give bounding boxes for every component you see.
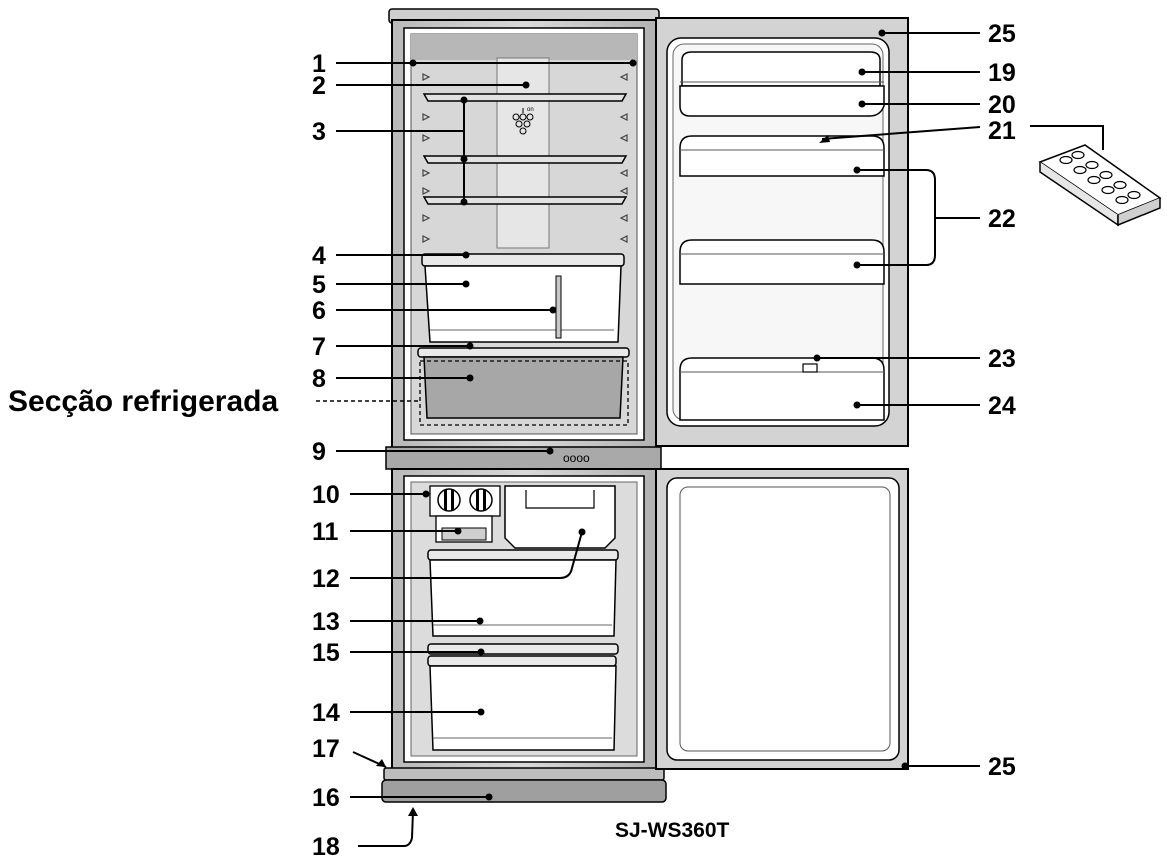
freezer-door	[655, 468, 909, 770]
glass-shelves	[422, 93, 628, 205]
ice-knob-right	[469, 488, 493, 512]
door-pocket-middle-1	[679, 135, 885, 177]
callout-25-bottom: 25	[988, 753, 1016, 781]
crisper-divider	[555, 275, 562, 339]
callout-17: 17	[312, 735, 340, 763]
callout-9: 9	[312, 438, 326, 466]
chilled-section-outline	[419, 360, 629, 426]
glass-shelf-3	[422, 196, 628, 205]
vegetable-crisper	[424, 265, 622, 343]
grapes-icon	[512, 108, 534, 135]
bottle-stopper	[802, 363, 818, 373]
leader-lines	[316, 29, 1104, 847]
callout-22: 22	[988, 205, 1016, 233]
ice-knob-left	[437, 488, 461, 512]
fridge-door	[655, 17, 909, 447]
chilled-shelf	[417, 347, 630, 358]
callout-24: 24	[988, 392, 1016, 420]
freezer-cabinet	[391, 468, 657, 770]
control-panel: oooo	[385, 446, 662, 470]
callout-6: 6	[312, 297, 326, 325]
air-duct	[496, 57, 550, 249]
base-grille	[381, 779, 667, 803]
freezer-drawer-upper-lid	[427, 549, 619, 561]
ice-bin	[504, 485, 616, 549]
egg-tray	[1038, 144, 1162, 227]
callout-12: 12	[312, 565, 340, 593]
section-label: Secção refrigerada	[8, 385, 278, 418]
callout-1: 1	[312, 50, 326, 78]
door-pocket-dairy	[679, 85, 885, 117]
base-top	[383, 767, 665, 781]
callout-16: 16	[312, 784, 340, 812]
callout-11: 11	[312, 518, 339, 546]
freezer-drawer-lower-lid	[427, 655, 617, 667]
callout-18: 18	[312, 833, 340, 859]
model-label: SJ-WS360T	[615, 819, 730, 842]
top-light-cover	[411, 34, 637, 60]
glass-shelf-1	[422, 93, 628, 102]
glass-shelf-2	[422, 155, 628, 164]
callout-2: 2	[312, 72, 326, 100]
shelf-supports	[422, 73, 628, 243]
callout-15: 15	[312, 639, 340, 667]
door-pocket-bottle	[679, 357, 885, 421]
door-pocket-middle-2	[679, 239, 885, 285]
callout-21: 21	[988, 117, 1016, 145]
callout-8: 8	[312, 365, 326, 393]
fridge-cabinet: on	[388, 8, 660, 449]
callout-numbers: 1 2 3 4 5 6 7 8 9 10 11 12 13 15 14 17 1…	[312, 20, 1016, 859]
callout-19: 19	[988, 59, 1016, 87]
callout-3: 3	[312, 118, 326, 146]
freezer-drawer-lower	[429, 665, 617, 751]
callout-23: 23	[988, 345, 1016, 373]
callout-10: 10	[312, 481, 340, 509]
callout-7: 7	[312, 333, 326, 361]
callout-4: 4	[312, 242, 326, 270]
shelf-icon-text: on	[527, 107, 534, 113]
chilled-drawer	[423, 356, 624, 419]
callout-25-top: 25	[988, 20, 1016, 48]
callout-5: 5	[312, 271, 326, 299]
callout-13: 13	[312, 608, 340, 636]
control-panel-indicator: oooo	[563, 451, 590, 465]
callout-14: 14	[312, 699, 340, 727]
callout-20: 20	[988, 91, 1016, 119]
door-pocket-top	[681, 51, 881, 87]
